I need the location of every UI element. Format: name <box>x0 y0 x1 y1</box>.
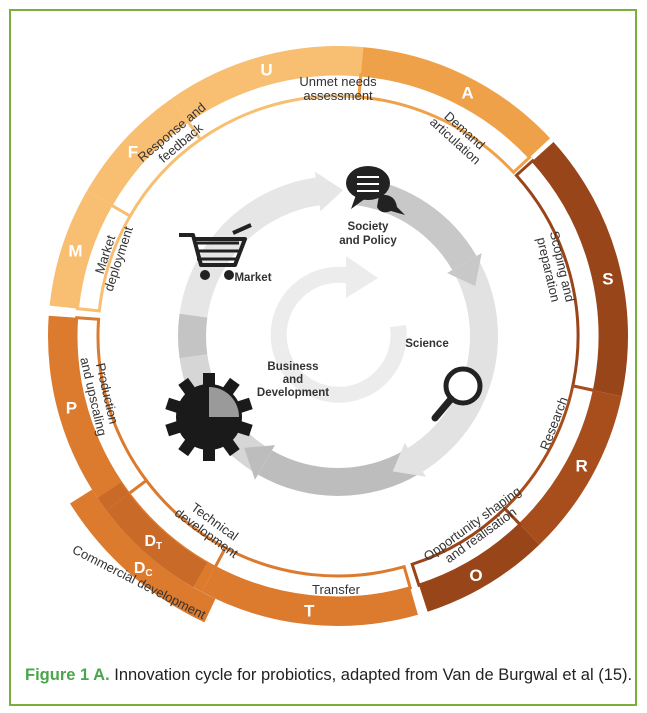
phase-letter-p: P <box>66 398 77 417</box>
phase-letter-u: U <box>260 60 272 79</box>
svg-text:and Policy: and Policy <box>339 235 397 247</box>
phase-band-m <box>49 191 112 309</box>
phase-band-u <box>171 46 364 122</box>
speech-bubbles-icon <box>346 166 405 215</box>
phase-letter-o: O <box>469 566 482 585</box>
phase-sector-p <box>74 316 149 496</box>
center-cycle-arrowhead <box>346 256 378 298</box>
phase-sector-o <box>410 506 523 588</box>
phase-band-p <box>47 315 129 511</box>
phase-letter-a: A <box>461 83 473 102</box>
magnifier-icon <box>431 366 483 422</box>
svg-text:Market: Market <box>234 272 271 284</box>
phase-sector-f <box>109 119 203 219</box>
phase-letter-f: F <box>128 142 138 161</box>
phase-band-dt <box>106 493 215 593</box>
cart-icon <box>179 223 252 280</box>
svg-text:Society: Society <box>348 221 390 233</box>
figure-caption: Figure 1 A. Innovation cycle for probiot… <box>25 665 637 685</box>
svg-text:and: and <box>283 374 303 386</box>
phase-letter-s: S <box>602 270 613 289</box>
phase-band-f <box>86 98 188 205</box>
svg-text:assessment: assessment <box>303 88 373 103</box>
phase-sector-a <box>357 73 532 175</box>
phase-band-o <box>418 524 540 612</box>
gear-icon <box>165 373 253 461</box>
phase-letter-m: M <box>68 242 82 261</box>
caption-lead: Figure 1 A. <box>25 666 110 684</box>
svg-text:Business: Business <box>267 361 318 373</box>
svg-text:Unmet needs: Unmet needs <box>299 74 377 89</box>
svg-text:Development: Development <box>257 387 329 399</box>
phase-band-r <box>520 390 622 545</box>
phase-band-dc <box>70 489 216 623</box>
svg-text:Transfer: Transfer <box>312 582 361 597</box>
phase-band-a <box>360 47 551 158</box>
phase-band-s <box>532 141 629 397</box>
phase-letter-r: R <box>576 457 588 476</box>
svg-text:Science: Science <box>405 338 448 350</box>
inner-node-labels: Society and PolicyScienceBusinessandDevel… <box>234 221 448 399</box>
phase-band-dt-shade <box>97 482 207 588</box>
center-cycle-arrow <box>270 266 407 403</box>
caption-text: Innovation cycle for probiotics, adapted… <box>109 666 633 684</box>
phase-letter-t: T <box>304 601 315 620</box>
